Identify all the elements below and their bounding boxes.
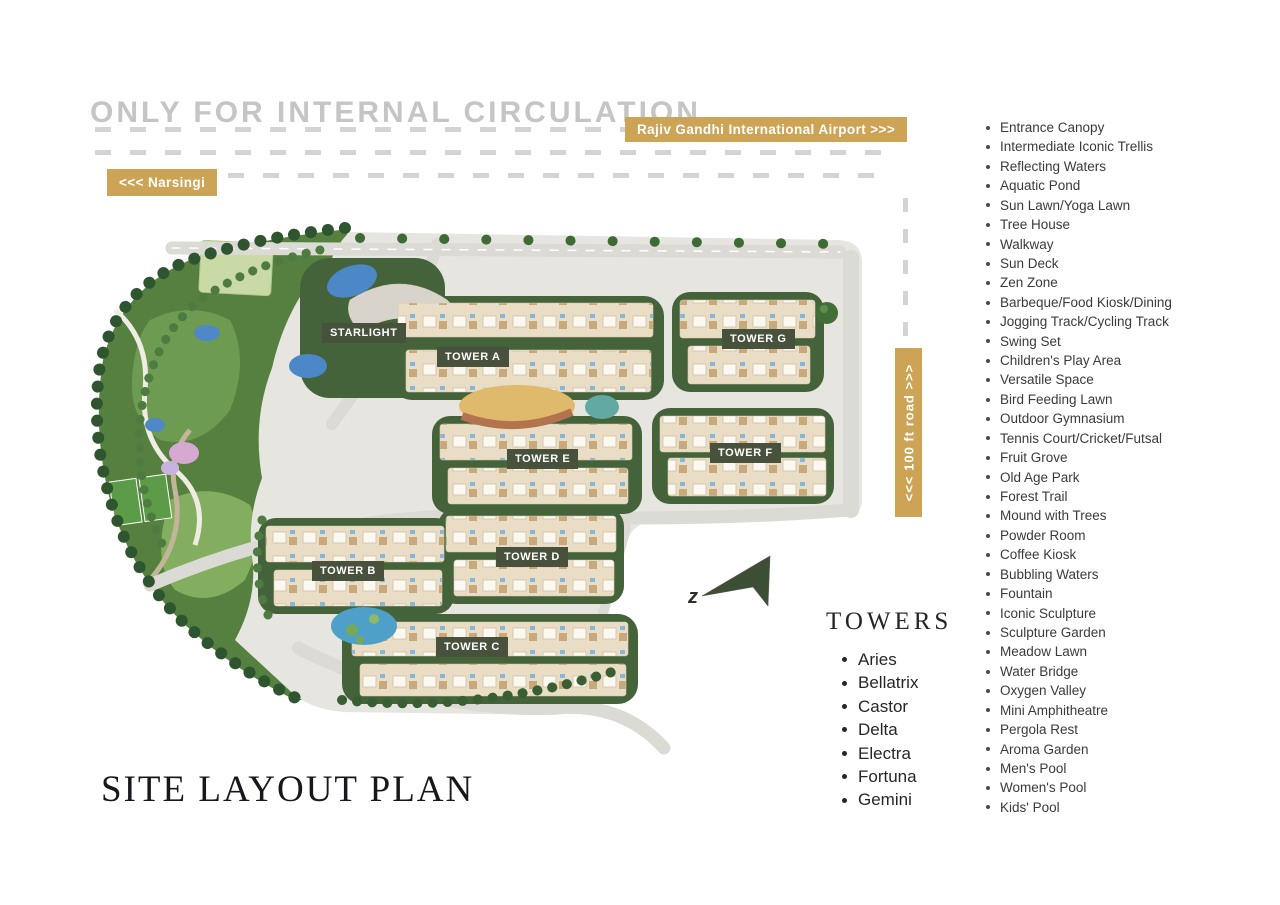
single-tree — [816, 302, 838, 324]
amenity-list-item: Mini Amphitheatre — [986, 701, 1172, 720]
amenity-list-item: Powder Room — [986, 526, 1172, 545]
page-title: SITE LAYOUT PLAN — [101, 769, 475, 810]
amenity-list-item: Iconic Sculpture — [986, 604, 1172, 623]
amenity-list-item: Aroma Garden — [986, 740, 1172, 759]
narsingi-direction-label: <<< Narsingi — [107, 169, 218, 196]
amenity-list-item: Meadow Lawn — [986, 642, 1172, 661]
amenity-list-item: Barbeque/Food Kiosk/Dining — [986, 293, 1172, 312]
amenity-list-item: Forest Trail — [986, 487, 1172, 506]
amenity-list-item: Bubbling Waters — [986, 565, 1172, 584]
amenity-list-item: Sun Lawn/Yoga Lawn — [986, 196, 1172, 215]
amenity-list-item: Mound with Trees — [986, 506, 1172, 525]
road-dash-line-1 — [95, 127, 660, 132]
road-dash-line-vertical — [903, 198, 908, 338]
amenity-list-item: Tree House — [986, 215, 1172, 234]
towers-section-title: TOWERS — [826, 608, 953, 635]
amenity-list-item: Fountain — [986, 584, 1172, 603]
single-tree-highlight — [820, 305, 828, 313]
central-amenity-zone — [459, 385, 619, 430]
amenity-list-item: Tennis Court/Cricket/Futsal — [986, 429, 1172, 448]
amenity-list-item: Sun Deck — [986, 254, 1172, 273]
amenity-list-item: Coffee Kiosk — [986, 545, 1172, 564]
map-label-tower-b: TOWER B — [312, 561, 384, 581]
tree-rows — [90, 222, 843, 709]
north-arrow: z — [687, 555, 771, 608]
amenity-list-item: Reflecting Waters — [986, 157, 1172, 176]
tower-list-item: Delta — [842, 718, 918, 741]
tower-list-item: Gemini — [842, 788, 918, 811]
tower-list-item: Bellatrix — [842, 671, 918, 694]
map-label-tower-a: TOWER A — [437, 347, 509, 367]
amenity-list-item: Pergola Rest — [986, 720, 1172, 739]
tower-list-item: Castor — [842, 695, 918, 718]
tower-list-item: Aries — [842, 648, 918, 671]
amenity-list-item: Oxygen Valley — [986, 681, 1172, 700]
map-label-tower-d: TOWER D — [496, 547, 568, 567]
map-label-tower-g: TOWER G — [722, 329, 795, 349]
tower-list-item: Fortuna — [842, 765, 918, 788]
map-label-tower-f: TOWER F — [710, 443, 781, 463]
amenity-list-item: Water Bridge — [986, 662, 1172, 681]
airport-direction-label: Rajiv Gandhi International Airport >>> — [625, 117, 908, 142]
amenity-list-item: Old Age Park — [986, 468, 1172, 487]
amenity-list-item: Zen Zone — [986, 273, 1172, 292]
amenity-list-item: Children's Play Area — [986, 351, 1172, 370]
road-100ft-label: <<< 100 ft road >>> — [895, 348, 922, 517]
amenity-list-item: Bird Feeding Lawn — [986, 390, 1172, 409]
road-dash-line-3 — [228, 173, 883, 178]
road-dash-line-2 — [95, 150, 885, 155]
amenity-list-item: Fruit Grove — [986, 448, 1172, 467]
tower-list-item: Electra — [842, 742, 918, 765]
amenity-list-item: Walkway — [986, 235, 1172, 254]
svg-text:z: z — [687, 586, 698, 608]
amenity-list-item: Jogging Track/Cycling Track — [986, 312, 1172, 331]
amenities-list: Entrance Canopy Intermediate Iconic Trel… — [986, 118, 1172, 817]
amenity-list-item: Aquatic Pond — [986, 176, 1172, 195]
amenity-list-item: Kids' Pool — [986, 798, 1172, 817]
tower-buildings — [265, 283, 827, 697]
map-label-starlight: STARLIGHT — [322, 323, 406, 343]
amenity-list-item: Versatile Space — [986, 370, 1172, 389]
amenity-list-item: Men's Pool — [986, 759, 1172, 778]
amenity-list-item: Intermediate Iconic Trellis — [986, 137, 1172, 156]
map-label-tower-c: TOWER C — [436, 637, 508, 657]
amenity-list-item: Swing Set — [986, 332, 1172, 351]
map-label-tower-e: TOWER E — [507, 449, 579, 469]
amenity-list-item: Women's Pool — [986, 778, 1172, 797]
amenity-list-item: Sculpture Garden — [986, 623, 1172, 642]
amenity-list-item: Entrance Canopy — [986, 118, 1172, 137]
internal-circulation-watermark: ONLY FOR INTERNAL CIRCULATION — [90, 96, 701, 129]
pools-and-ponds — [289, 264, 397, 645]
amenity-list-item: Outdoor Gymnasium — [986, 409, 1172, 428]
towers-list: Aries Bellatrix Castor Delta Electra For… — [842, 648, 918, 812]
